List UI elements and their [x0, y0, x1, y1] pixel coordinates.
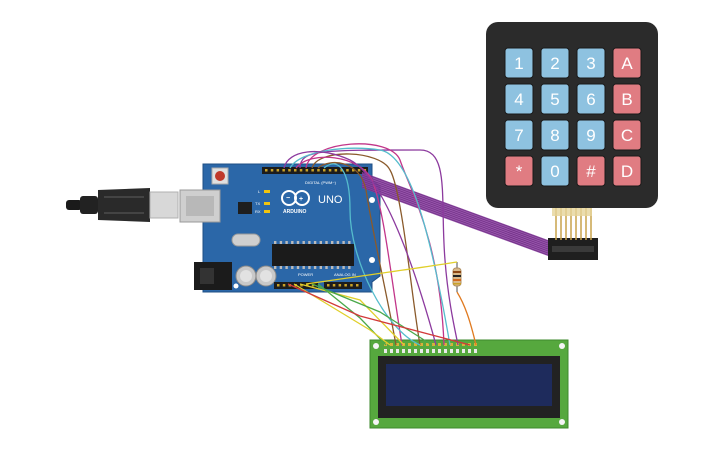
- wire-red[interactable]: [287, 283, 471, 346]
- crystal-oscillator: [231, 233, 261, 247]
- mounting-hole: [233, 283, 239, 289]
- keypad-key-A[interactable]: A: [612, 47, 642, 79]
- keypad-key-4[interactable]: 4: [504, 83, 534, 115]
- keypad-flex-strip: [552, 206, 592, 240]
- board-model-label: UNO: [318, 194, 343, 206]
- keypad-key-label: 1: [514, 54, 523, 73]
- keypad-key-label: 8: [550, 126, 559, 145]
- digital-header-label: DIGITAL (PWM~): [305, 180, 337, 185]
- svg-text:+: +: [299, 196, 303, 203]
- digital-header: [262, 167, 368, 174]
- usb-cable[interactable]: [66, 188, 179, 222]
- arduino-logo-text: ARDUINO: [283, 209, 306, 215]
- arduino-uno-board[interactable]: L TX RX − + ARDUINO UNO DIGITAL (PWM~) P…: [179, 163, 381, 293]
- keypad-key-label: 7: [514, 126, 523, 145]
- wire-orange[interactable]: [456, 291, 477, 346]
- usb-plug-body: [98, 188, 150, 222]
- led-rx-label: RX: [255, 209, 261, 214]
- wire-yellow[interactable]: [305, 261, 458, 285]
- wire-green[interactable]: [317, 283, 387, 346]
- analog-header-label: ANALOG IN: [334, 272, 356, 277]
- keypad-key-5[interactable]: 5: [540, 83, 570, 115]
- keypad-key-C[interactable]: C: [612, 119, 642, 151]
- usb-connector-metal: [149, 191, 179, 219]
- keypad-key-8[interactable]: 8: [540, 119, 570, 151]
- wire-green[interactable]: [311, 283, 433, 346]
- power-header-label: POWER: [298, 272, 313, 277]
- keypad-key-label: 6: [586, 90, 595, 109]
- wire-yellow[interactable]: [299, 283, 405, 346]
- keypad-key-0[interactable]: 0: [540, 155, 570, 187]
- mounting-hole: [369, 197, 375, 203]
- keypad-key-label: 4: [514, 90, 523, 109]
- digital-header-pins: [265, 169, 367, 172]
- keypad-key-label: 9: [586, 126, 595, 145]
- led-rx: [264, 210, 270, 213]
- keypad-key-label: 2: [550, 54, 559, 73]
- wire-teal[interactable]: [289, 147, 451, 346]
- led-tx-label: TX: [255, 201, 260, 206]
- wire-brown[interactable]: [311, 153, 421, 346]
- led-l: [264, 190, 270, 193]
- mounting-hole: [369, 257, 375, 263]
- wire-brown[interactable]: [317, 161, 397, 346]
- reset-button-cap[interactable]: [215, 171, 225, 181]
- atmega-chip: [272, 244, 354, 266]
- keypad-key-label: C: [621, 126, 633, 145]
- keypad-key-1[interactable]: 1: [504, 47, 534, 79]
- wire-purple[interactable]: [299, 149, 459, 346]
- keypad-key-label: #: [586, 162, 596, 181]
- infinity-icon-right: [294, 190, 310, 206]
- keypad-key-label: 3: [586, 54, 595, 73]
- led-l-label: L: [258, 189, 261, 194]
- arduino-logo: − + ARDUINO: [281, 190, 310, 215]
- keypad-key-label: D: [621, 162, 633, 181]
- keypad-key-*[interactable]: *: [504, 155, 534, 187]
- wire-purple[interactable]: [283, 150, 437, 346]
- keypad-key-label: A: [621, 54, 633, 73]
- keypad-key-2[interactable]: 2: [540, 47, 570, 79]
- keypad-key-label: 5: [550, 90, 559, 109]
- keypad-key-6[interactable]: 6: [576, 83, 606, 115]
- keypad-ribbon-cable: [361, 172, 598, 260]
- lcd-screen: [386, 364, 552, 406]
- lcd-16x2-module[interactable]: [369, 339, 569, 429]
- atmega-chip-pins: [274, 241, 351, 269]
- usb-chip: [238, 202, 252, 214]
- led-tx: [264, 202, 270, 205]
- wire-yellow[interactable]: [293, 283, 391, 346]
- wire-teal[interactable]: [323, 163, 421, 346]
- keypad-key-label: *: [516, 162, 523, 181]
- keypad-key-B[interactable]: B: [612, 83, 642, 115]
- keypad-key-9[interactable]: 9: [576, 119, 606, 151]
- keypad-4x4[interactable]: 1 2 3 A 4 5 6 B 7 8 9 C * 0 # D: [486, 22, 658, 208]
- usb-cable-strain: [80, 196, 98, 214]
- resistor[interactable]: [452, 262, 462, 292]
- wires: [283, 143, 477, 346]
- keypad-key-D[interactable]: D: [612, 155, 642, 187]
- keypad-key-3[interactable]: 3: [576, 47, 606, 79]
- keypad-key-label: 0: [550, 162, 559, 181]
- usb-cable-end: [66, 200, 82, 210]
- svg-text:−: −: [286, 195, 290, 202]
- analog-header: [324, 282, 362, 289]
- keypad-key-#[interactable]: #: [576, 155, 606, 187]
- keypad-key-7[interactable]: 7: [504, 119, 534, 151]
- keypad-key-label: B: [621, 90, 632, 109]
